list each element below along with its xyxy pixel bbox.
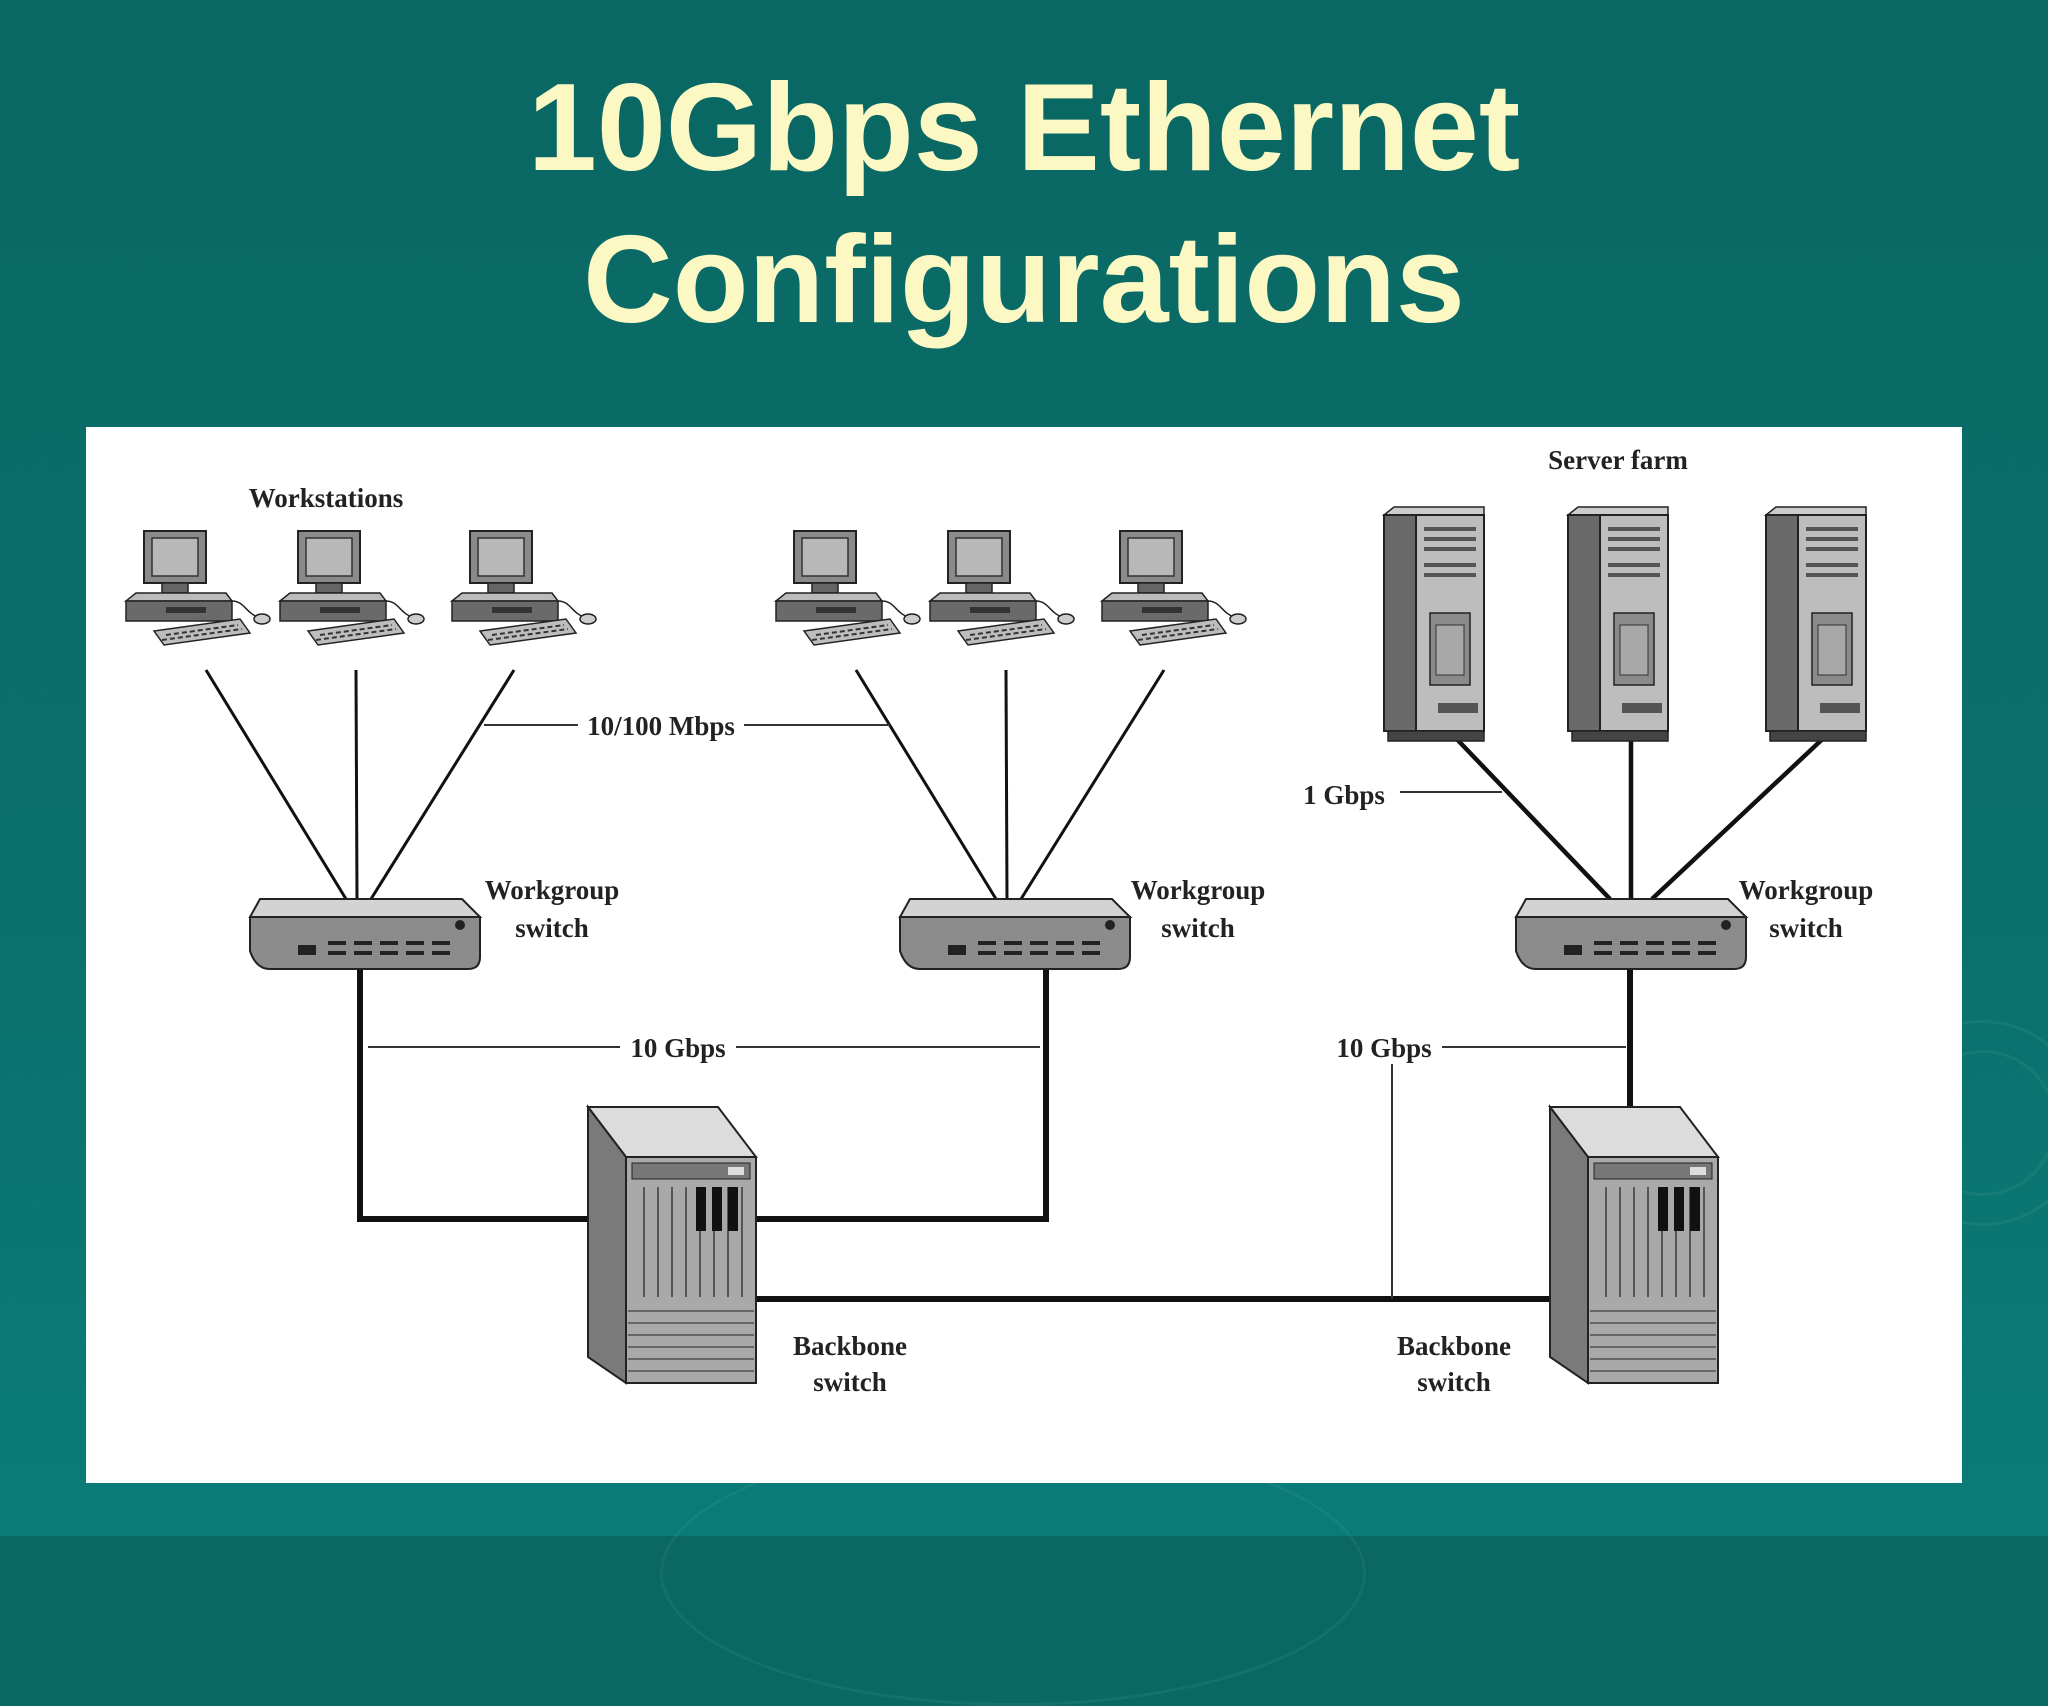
- server-icon: [1765, 506, 1867, 742]
- backbone-switch-icon: [587, 1106, 757, 1384]
- workgroup-switch-icon: [1515, 898, 1747, 970]
- server-farm-label: Server farm: [1548, 445, 1688, 475]
- workstation-icon: [775, 530, 921, 646]
- speed-label-10-100-mbps: 10/100 Mbps: [587, 711, 735, 741]
- workstation-links: [204, 669, 1166, 900]
- diagram-panel: Workstations Server farm 10/100 Mbps 1 G…: [86, 427, 1962, 1483]
- backbone-switch-label-1: Backbone: [793, 1331, 907, 1361]
- speed-label-1-gbps: 1 Gbps: [1303, 780, 1385, 810]
- workgroup-switch-label-1b: switch: [515, 913, 589, 943]
- workgroup-switch-label-1: Workgroup: [485, 875, 620, 905]
- speed-label-10-gbps-right: 10 Gbps: [1336, 1033, 1431, 1063]
- slide-title: 10Gbps Ethernet Configurations: [0, 52, 2048, 356]
- title-line-1: 10Gbps Ethernet: [527, 59, 1521, 197]
- workgroup-switch-icon: [249, 898, 481, 970]
- workgroup-switch-label-2b: switch: [1161, 913, 1235, 943]
- server-icon: [1383, 506, 1485, 742]
- speed-label-10-gbps-left: 10 Gbps: [630, 1033, 725, 1063]
- workgroup-switch-label-2: Workgroup: [1131, 875, 1266, 905]
- backbone-switch-label-2: Backbone: [1397, 1331, 1511, 1361]
- leader-lines: [368, 724, 1626, 1299]
- workgroup-switch-icon: [899, 898, 1131, 970]
- workstation-icon: [125, 530, 271, 646]
- network-diagram: Workstations Server farm 10/100 Mbps 1 G…: [125, 445, 1874, 1397]
- workstation-icon: [279, 530, 425, 646]
- backbone-links: [357, 967, 1633, 1302]
- workstation-icon: [1101, 530, 1247, 646]
- title-line-2: Configurations: [583, 211, 1465, 349]
- backbone-switch-label-2b: switch: [1417, 1367, 1491, 1397]
- workgroup-switch-label-3: Workgroup: [1739, 875, 1874, 905]
- backbone-switch-label-1b: switch: [813, 1367, 887, 1397]
- workgroup-switch-label-3b: switch: [1769, 913, 1843, 943]
- server-icon: [1567, 506, 1669, 742]
- backbone-switch-icon: [1549, 1106, 1719, 1384]
- workstation-icon: [929, 530, 1075, 646]
- workstation-icon: [451, 530, 597, 646]
- server-links: [1448, 730, 1832, 901]
- workstations-label: Workstations: [249, 483, 404, 513]
